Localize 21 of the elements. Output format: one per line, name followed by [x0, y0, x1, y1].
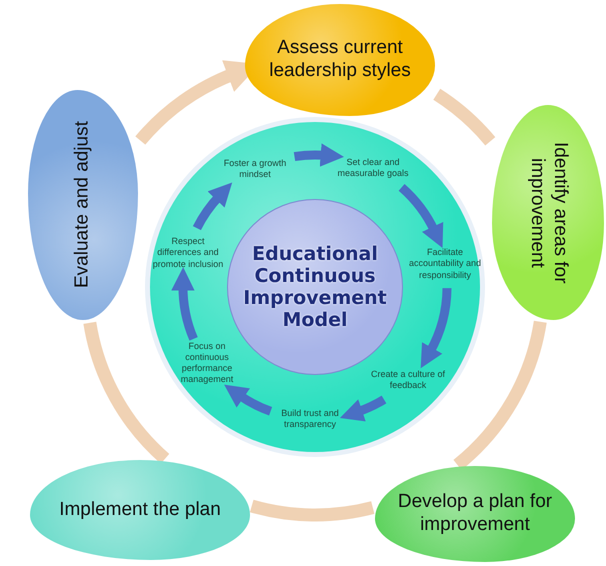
- step-label: Focus on continuous performance management: [169, 340, 245, 386]
- arrow: [398, 184, 444, 248]
- arrow: [172, 267, 198, 340]
- cycle-ring-arc: [433, 88, 496, 146]
- step-label: Set clear and measurable goals: [335, 150, 411, 186]
- step-bubble: Identify areas for improvement: [492, 105, 604, 320]
- arrow: [340, 396, 386, 422]
- step-label: Create a culture of feedback: [370, 362, 446, 398]
- step-bubble: Develop a plan for improvement: [375, 466, 575, 562]
- cycle-ring-arc: [250, 500, 374, 522]
- step-label: Build trust and transparency: [272, 406, 348, 432]
- step-bubble: Evaluate and adjust: [28, 90, 138, 320]
- arrow: [224, 385, 272, 416]
- cycle-ring-arc: [83, 321, 170, 464]
- step-label: Foster a growth mindset: [217, 151, 293, 187]
- arrow: [421, 288, 452, 369]
- step-bubble: Assess current leadership styles: [245, 4, 435, 116]
- arrow: [192, 182, 232, 230]
- step-bubble: Implement the plan: [30, 460, 250, 560]
- step-label: Respect differences and promote inclusion: [150, 230, 226, 276]
- arrow: [294, 143, 344, 167]
